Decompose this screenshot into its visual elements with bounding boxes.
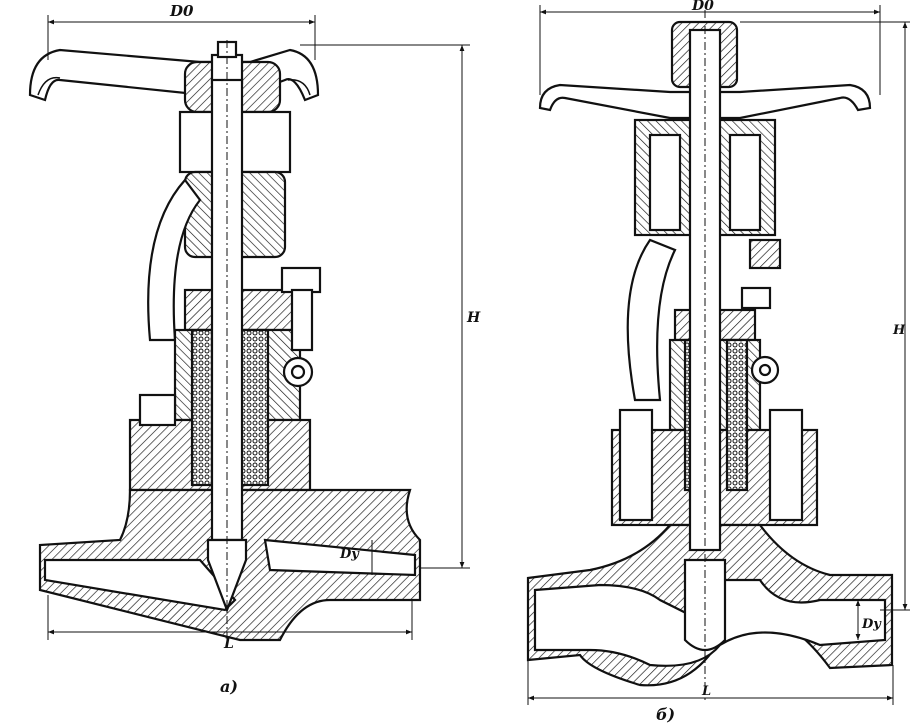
dim-h-b: H bbox=[892, 323, 906, 338]
dim-dy-b: Dy bbox=[861, 617, 882, 632]
valve-a bbox=[28, 40, 422, 642]
dimensions-b bbox=[527, 5, 910, 705]
valve-b bbox=[526, 10, 894, 700]
dim-d0-a: D0 bbox=[169, 2, 194, 20]
dim-dy-a: Dy bbox=[339, 547, 360, 562]
dim-l-b: L bbox=[701, 684, 711, 699]
dim-d0-b: D0 bbox=[691, 0, 714, 14]
caption-b: б) bbox=[656, 705, 675, 724]
caption-a: a) bbox=[220, 677, 238, 696]
dim-h-a: H bbox=[466, 310, 481, 326]
dim-l-a: L bbox=[223, 636, 234, 652]
dimensions-a bbox=[47, 15, 470, 640]
